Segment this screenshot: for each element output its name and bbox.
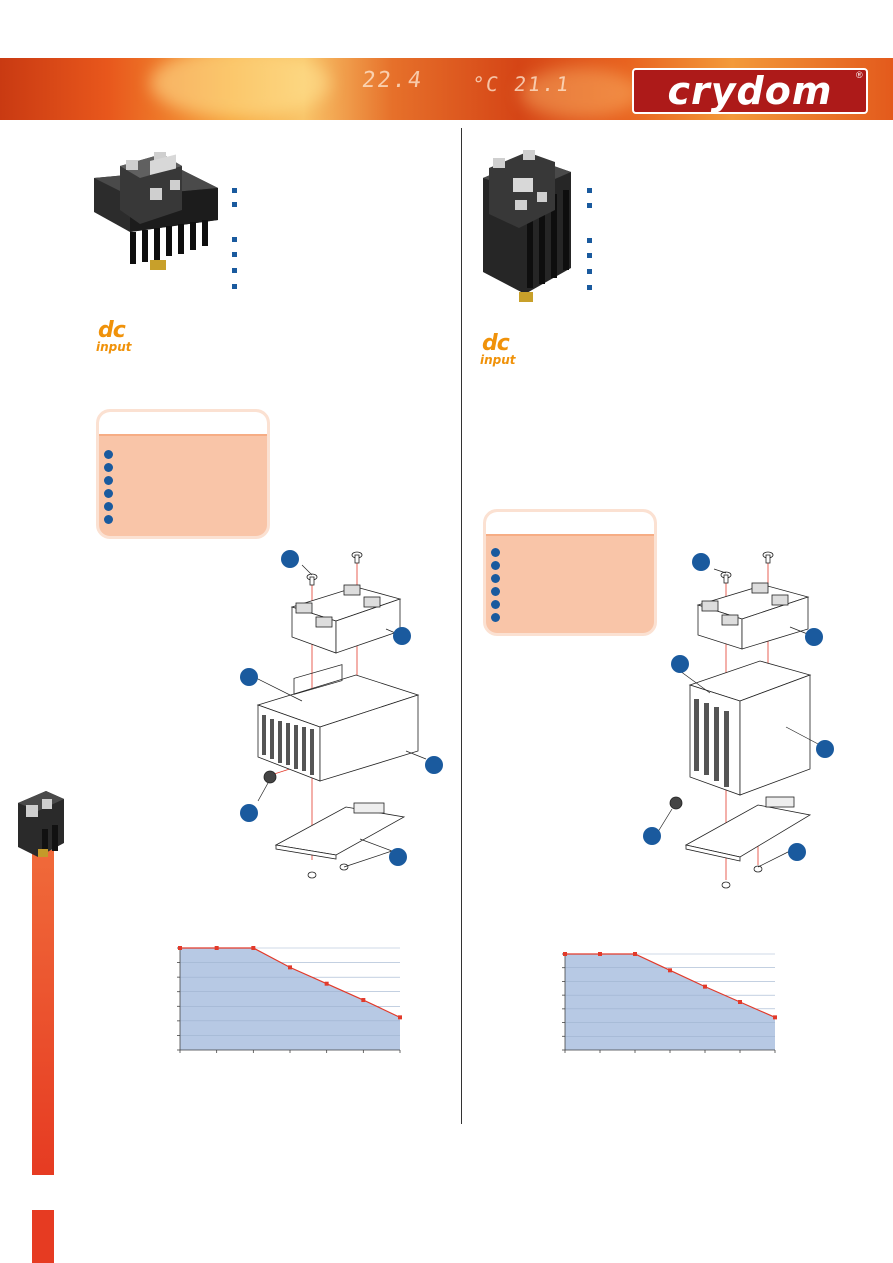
- column-divider: [461, 128, 462, 1124]
- chart-data-point: [398, 1015, 402, 1020]
- brand-logo: crydom: [632, 68, 868, 114]
- chart-data-point: [773, 1015, 777, 1020]
- temperature-readout-secondary: °C 21.1: [470, 72, 572, 96]
- product-photo-right: [483, 150, 571, 302]
- chart-area-fill: [565, 954, 775, 1050]
- side-product-thumbnail: [18, 791, 64, 857]
- parts-list-header: [486, 512, 654, 536]
- chart-data-point: [288, 965, 292, 970]
- callout-screw: [281, 550, 299, 568]
- chart-data-point: [178, 946, 182, 950]
- exploded-assembly-right: [655, 551, 821, 889]
- dc-input-badge-right: dc input: [480, 331, 516, 367]
- callout-thermal-pad: [240, 668, 258, 686]
- derating-chart-left: [177, 946, 402, 1053]
- chart-data-point: [214, 946, 219, 950]
- side-accent-bar: [32, 850, 54, 1175]
- temperature-readout: 22.4: [360, 68, 425, 93]
- chart-data-point: [361, 998, 366, 1003]
- parts-list-box-left: [96, 409, 270, 539]
- callout-din-bracket: [389, 848, 407, 866]
- parts-list-box-right: [483, 509, 657, 636]
- dc-label: dc: [482, 331, 510, 356]
- dc-label: dc: [98, 318, 126, 343]
- callout-screw: [692, 553, 710, 571]
- registered-mark: ®: [856, 70, 863, 80]
- parts-list-header: [99, 412, 267, 436]
- chart-data-point: [703, 984, 707, 989]
- input-label: input: [96, 340, 132, 354]
- callout-ground-screw: [240, 804, 258, 822]
- chart-data-point: [251, 946, 256, 950]
- callout-heatsink: [816, 740, 834, 758]
- side-accent-bar-bottom: [32, 1210, 54, 1263]
- exploded-assembly-left: [249, 551, 427, 879]
- chart-area-fill: [180, 948, 400, 1050]
- chart-data-point: [598, 952, 602, 956]
- input-label: input: [480, 353, 516, 367]
- product-photo-left: [94, 152, 218, 270]
- callout-din-bracket: [788, 843, 806, 861]
- chart-data-point: [738, 1000, 742, 1004]
- brand-name: crydom: [667, 69, 833, 113]
- derating-chart-right: [562, 952, 777, 1053]
- chart-data-point: [324, 981, 329, 986]
- callout-ssr-module: [393, 627, 411, 645]
- chart-data-point: [563, 952, 567, 956]
- callout-thermal-pad: [671, 655, 689, 673]
- dc-input-badge-left: dc input: [96, 318, 132, 354]
- chart-data-point: [668, 968, 672, 973]
- chart-data-point: [633, 952, 637, 956]
- callout-ground-screw: [643, 827, 661, 845]
- callout-heatsink: [425, 756, 443, 774]
- callout-ssr-module: [805, 628, 823, 646]
